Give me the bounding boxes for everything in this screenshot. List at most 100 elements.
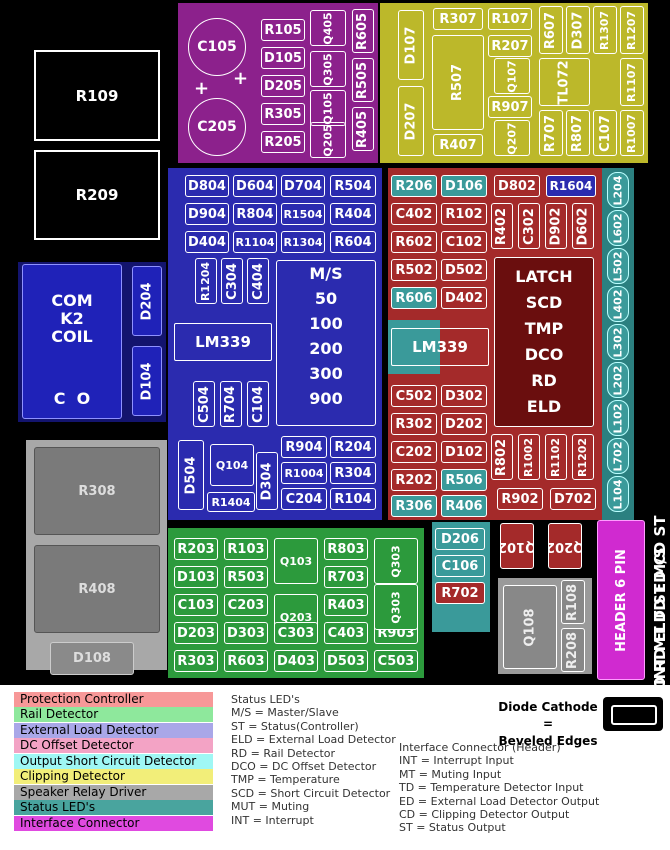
ms-selector: M/S 50 100 200 300 900: [276, 260, 376, 426]
relay-label: COM K2 COIL: [51, 291, 93, 346]
legend-panel: Protection Controller Rail Detector Exte…: [0, 685, 670, 850]
part-r1104: R1104: [233, 231, 277, 253]
latch-item: DCO: [524, 345, 564, 364]
legend-dc-offset-detector: DC Offset Detector: [14, 738, 213, 753]
part-r405: R405: [352, 107, 374, 151]
part-d404: D404: [185, 231, 229, 253]
part-r204: R204: [330, 436, 376, 458]
part-r1004: R1004: [281, 462, 327, 484]
part-r1202: R1202: [572, 434, 594, 480]
resistor-r109: R109: [34, 50, 160, 141]
part-r1504: R1504: [281, 203, 325, 225]
part-r703: R703: [324, 566, 368, 588]
part-q107: Q107: [494, 58, 530, 94]
part-r504: R504: [330, 175, 376, 197]
part-c204: C204: [281, 488, 327, 510]
led-l302: L302: [607, 324, 629, 360]
part-d202: D202: [441, 413, 487, 435]
part-r202: R202: [391, 469, 437, 491]
part-d902: D902: [545, 203, 567, 249]
part-q205: Q205: [310, 122, 346, 158]
led-l102: L102: [607, 400, 629, 436]
header-6-pin: HEADER 6 PIN: [597, 520, 645, 680]
resistor-r408: R408: [34, 545, 160, 633]
part-r907: R907: [488, 96, 532, 118]
part-r1307: R1307: [593, 6, 617, 54]
short-circuit-block: [432, 522, 490, 632]
part-r208: R208: [561, 628, 585, 672]
part-r605: R605: [352, 9, 374, 53]
part-c202: C202: [391, 441, 437, 463]
part-d304: D304: [256, 452, 278, 510]
part-r803: R803: [324, 538, 368, 560]
part-d504: D504: [178, 440, 204, 510]
led-l702: L702: [607, 438, 629, 474]
part-r302: R302: [391, 413, 437, 435]
ic-lm339-protection: LM339: [391, 328, 489, 366]
part-q104: Q104: [210, 444, 254, 486]
part-c106: C106: [435, 555, 485, 577]
part-r1404: R1404: [207, 492, 255, 512]
capacitor-c105: C105: [188, 18, 246, 76]
part-c107: C107: [593, 110, 617, 156]
part-d307: D307: [566, 6, 590, 54]
part-d502: D502: [441, 259, 487, 281]
legend-output-short-circuit-detector: Output Short Circuit Detector: [14, 754, 213, 769]
part-r107: R107: [488, 8, 532, 30]
part-r206: R206: [391, 175, 437, 197]
part-d203: D203: [174, 622, 218, 644]
part-q105: Q105: [310, 90, 346, 126]
part-d804: D804: [185, 175, 229, 197]
plus-sign-left: +: [194, 78, 210, 99]
part-c502: C502: [391, 385, 437, 407]
part-c402: C402: [391, 203, 437, 225]
legend-external-load-detector: External Load Detector: [14, 723, 213, 738]
part-r207: R207: [488, 35, 532, 57]
part-d204: D204: [132, 266, 162, 336]
part-r902: R902: [497, 488, 543, 510]
part-r904: R904: [281, 436, 327, 458]
part-r205: R205: [261, 131, 305, 153]
part-r203: R203: [174, 538, 218, 560]
part-r704: R704: [220, 381, 242, 427]
part-d503: D503: [324, 650, 368, 672]
part-r1304: R1304: [281, 231, 325, 253]
part-d602: D602: [572, 203, 594, 249]
led-l204: L204: [607, 172, 629, 208]
diode-cathode-note: Diode Cathode = Beveled Edges: [498, 700, 598, 748]
part-r603: R603: [224, 650, 268, 672]
resistor-r209: R209: [34, 150, 160, 240]
part-d904: D904: [185, 203, 229, 225]
legend-clipping-detector: Clipping Detector: [14, 769, 213, 784]
ms-value: 100: [309, 314, 343, 333]
part-q305: Q305: [310, 51, 346, 87]
legend-interface-connector: Interface Connector: [14, 816, 213, 831]
part-r804: R804: [233, 203, 277, 225]
part-q102: Q102: [500, 523, 534, 569]
part-r604: R604: [330, 231, 376, 253]
part-r1107: R1107: [620, 58, 644, 106]
part-d104: D104: [132, 346, 162, 416]
part-r602: R602: [391, 231, 437, 253]
diode-cathode-swatch: [603, 697, 663, 731]
led-l402: L402: [607, 286, 629, 322]
part-q405: Q405: [310, 10, 346, 46]
part-c203: C203: [224, 594, 268, 616]
part-q202: Q202: [548, 523, 582, 569]
latch-item: TMP: [524, 319, 564, 338]
led-l602: L602: [607, 210, 629, 246]
part-r102: R102: [441, 203, 487, 225]
part-r1002: R1002: [518, 434, 540, 480]
part-r105: R105: [261, 19, 305, 41]
part-r307: R307: [433, 8, 483, 30]
part-c303: C303: [274, 622, 318, 644]
part-q303-alt: Q303: [374, 584, 418, 630]
part-d207: D207: [398, 86, 424, 156]
part-c304: C304: [221, 258, 243, 304]
part-r403: R403: [324, 594, 368, 616]
led-l502: L502: [607, 248, 629, 284]
part-d103: D103: [174, 566, 218, 588]
resistor-r308: R308: [34, 447, 160, 535]
part-r505: R505: [352, 58, 374, 102]
